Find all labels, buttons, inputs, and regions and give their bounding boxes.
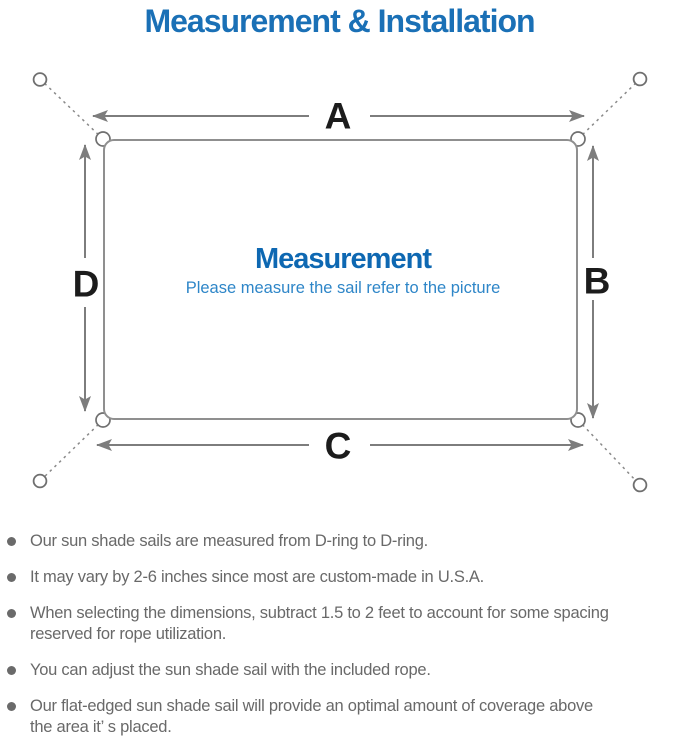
rope-line-top-left bbox=[40, 79, 104, 140]
notes-list: Our sun shade sails are measured from D-… bbox=[7, 531, 675, 739]
anchor-ring-top-left bbox=[32, 72, 48, 87]
note-text: When selecting the dimensions, subtract … bbox=[30, 604, 609, 643]
bullet-icon bbox=[7, 609, 16, 618]
dimension-label-b: B bbox=[584, 261, 611, 302]
dimension-label-c: C bbox=[325, 426, 352, 467]
rope-line-bottom-right bbox=[577, 419, 640, 485]
anchor-ring-bottom-right bbox=[632, 477, 648, 493]
note-text: You can adjust the sun shade sail with t… bbox=[30, 661, 431, 679]
bullet-icon bbox=[7, 573, 16, 582]
anchor-ring-top-right bbox=[632, 71, 648, 87]
list-item: You can adjust the sun shade sail with t… bbox=[7, 660, 675, 681]
bullet-icon bbox=[7, 702, 16, 711]
list-item: Our sun shade sails are measured from D-… bbox=[7, 531, 675, 552]
diagram-caption-title: Measurement bbox=[255, 243, 432, 275]
list-item: Our flat-edged sun shade sail will provi… bbox=[7, 696, 675, 738]
note-text: Our sun shade sails are measured from D-… bbox=[30, 532, 428, 550]
rope-lines bbox=[40, 79, 640, 485]
dimension-label-a: A bbox=[325, 96, 352, 137]
list-item: When selecting the dimensions, subtract … bbox=[7, 603, 675, 645]
bullet-icon bbox=[7, 537, 16, 546]
dimension-label-d: D bbox=[73, 264, 100, 305]
measurement-diagram: A B C D Measurement Please measure the s… bbox=[32, 71, 648, 493]
page-title: Measurement & Installation bbox=[144, 3, 535, 39]
anchor-ring-bottom-left bbox=[32, 473, 48, 489]
dimension-arrows bbox=[79, 110, 599, 451]
rope-line-bottom-left bbox=[40, 419, 104, 481]
bullet-icon bbox=[7, 666, 16, 675]
anchor-rings bbox=[32, 71, 648, 493]
list-item: It may vary by 2-6 inches since most are… bbox=[7, 567, 675, 588]
diagram-caption-subtitle: Please measure the sail refer to the pic… bbox=[186, 279, 501, 297]
rope-line-top-right bbox=[577, 79, 640, 140]
sail-outline bbox=[103, 139, 578, 420]
note-text: Our flat-edged sun shade sail will provi… bbox=[30, 697, 593, 736]
note-text: It may vary by 2-6 inches since most are… bbox=[30, 568, 485, 586]
